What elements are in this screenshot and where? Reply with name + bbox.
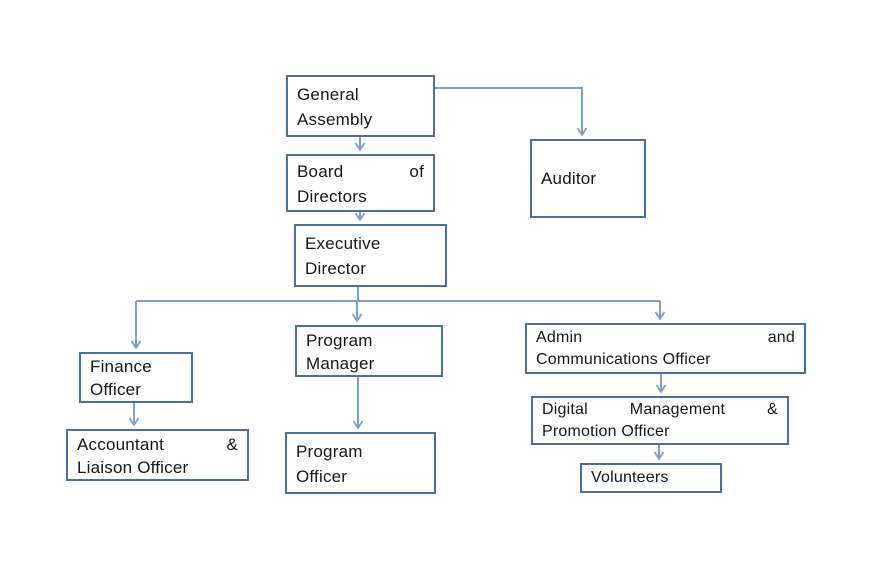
node-label: Finance	[90, 357, 152, 376]
node-board-of-directors: Board of Directors	[286, 154, 435, 212]
node-label: Board of	[297, 162, 424, 181]
node-finance-officer: Finance Officer	[79, 352, 193, 403]
node-executive-director: Executive Director	[294, 224, 447, 287]
node-label: Liaison Officer	[77, 458, 189, 477]
node-volunteers: Volunteers	[580, 463, 722, 493]
edge-executive-stem-and-rail	[136, 287, 660, 302]
node-label: Admin and	[536, 329, 795, 346]
node-label: Director	[305, 259, 367, 278]
edge-general-assembly-to-auditor	[435, 87, 588, 137]
node-general-assembly: General Assembly	[286, 75, 435, 137]
node-program-manager: Program Manager	[295, 325, 443, 377]
node-label: Digital Management &	[542, 401, 778, 418]
node-label: Executive	[305, 234, 381, 253]
node-label: Communications Officer	[536, 351, 711, 368]
node-label: Manager	[306, 354, 375, 373]
node-digital-management-promotion-officer: Digital Management & Promotion Officer	[531, 396, 789, 445]
node-label: Officer	[90, 380, 142, 399]
node-label: Officer	[296, 467, 348, 486]
node-label: Auditor	[541, 169, 597, 188]
node-admin-communications-officer: Admin and Communications Officer	[525, 323, 806, 374]
node-label: Program	[306, 331, 373, 350]
node-label: Promotion Officer	[542, 423, 670, 440]
node-label: Program	[296, 442, 363, 461]
node-label: Assembly	[297, 110, 373, 129]
node-label: Volunteers	[591, 469, 669, 486]
node-auditor: Auditor	[530, 139, 646, 218]
node-label: Directors	[297, 187, 367, 206]
node-program-officer: Program Officer	[285, 432, 436, 494]
node-label: Accountant &	[77, 435, 238, 454]
node-accountant-liaison-officer: Accountant & Liaison Officer	[66, 429, 249, 481]
node-label: General	[297, 85, 359, 104]
